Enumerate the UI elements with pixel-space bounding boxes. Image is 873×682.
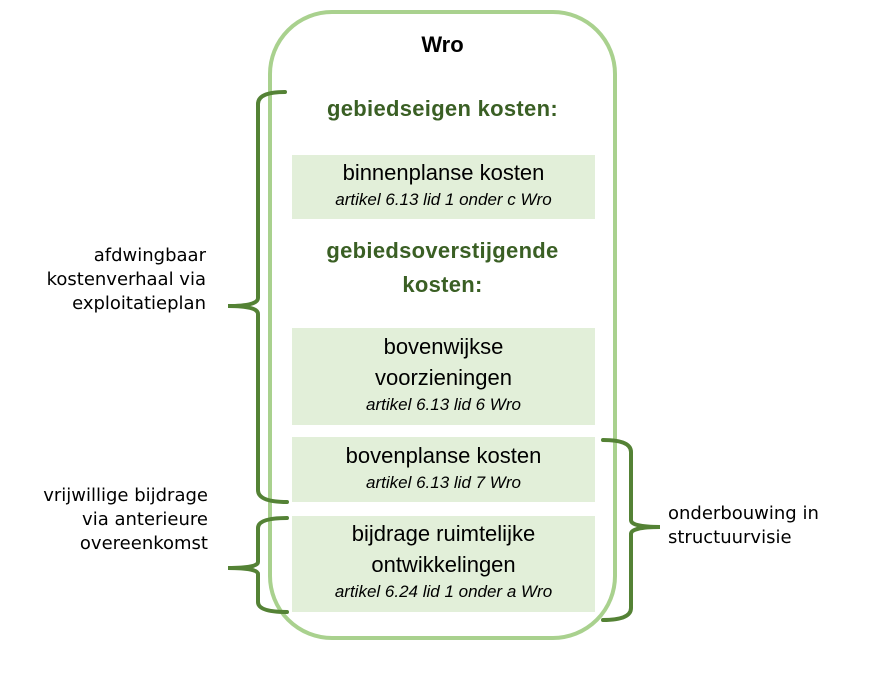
box-bovenplanse-kosten: bovenplanse kosten artikel 6.13 lid 7 Wr…: [292, 437, 595, 502]
box-main: binnenplanse kosten: [342, 160, 545, 185]
annotation-line-1: afdwingbaar: [93, 245, 206, 266]
annotation-line-2: structuurvisie: [668, 527, 792, 548]
wro-frame: [268, 10, 617, 640]
annotation-line-3: exploitatieplan: [72, 293, 206, 314]
box-bovenwijkse-voorzieningen: bovenwijkse voorzieningen artikel 6.13 l…: [292, 328, 595, 425]
annotation-line-2: via anterieure: [82, 509, 208, 530]
box-main-line-2: voorzieningen: [375, 365, 512, 390]
box-main: bovenplanse kosten: [345, 443, 542, 468]
heading-line-2: kosten:: [402, 272, 483, 297]
box-sub: artikel 6.24 lid 1 onder a Wro: [334, 582, 553, 601]
annotation-line-1: onderbouwing in: [668, 503, 819, 524]
annotation-vrijwillige-bijdrage: vrijwillige bijdrage via anterieure over…: [10, 484, 208, 556]
heading-gebiedseigen: gebiedseigen kosten:: [268, 92, 617, 126]
heading-line-1: gebiedsoverstijgende: [326, 238, 559, 263]
box-sub: artikel 6.13 lid 1 onder c Wro: [335, 190, 552, 209]
box-main-line-1: bijdrage ruimtelijke: [351, 521, 536, 546]
box-main-line-2: ontwikkelingen: [371, 552, 516, 577]
annotation-afdwingbaar-kostenverhaal: afdwingbaar kostenverhaal via exploitati…: [10, 244, 206, 316]
box-binnenplanse-kosten: binnenplanse kosten artikel 6.13 lid 1 o…: [292, 155, 595, 219]
annotation-line-3: overeenkomst: [79, 533, 208, 554]
brace-left-small-icon: [227, 516, 289, 614]
annotation-line-2: kostenverhaal via: [46, 269, 206, 290]
brace-right-icon: [601, 438, 661, 622]
brace-left-large-icon: [227, 90, 289, 504]
box-main-line-1: bovenwijkse: [383, 334, 504, 359]
box-sub: artikel 6.13 lid 6 Wro: [366, 395, 521, 414]
box-sub: artikel 6.13 lid 7 Wro: [366, 473, 521, 492]
diagram-title: Wro: [421, 32, 464, 57]
box-bijdrage-ruimtelijke-ontwikkelingen: bijdrage ruimtelijke ontwikkelingen arti…: [292, 516, 595, 612]
annotation-onderbouwing-structuurvisie: onderbouwing in structuurvisie: [668, 502, 819, 550]
annotation-line-1: vrijwillige bijdrage: [43, 485, 208, 506]
heading-gebiedsoverstijgend: gebiedsoverstijgende kosten:: [268, 234, 617, 302]
heading-gebiedseigen-text: gebiedseigen kosten:: [327, 96, 558, 121]
